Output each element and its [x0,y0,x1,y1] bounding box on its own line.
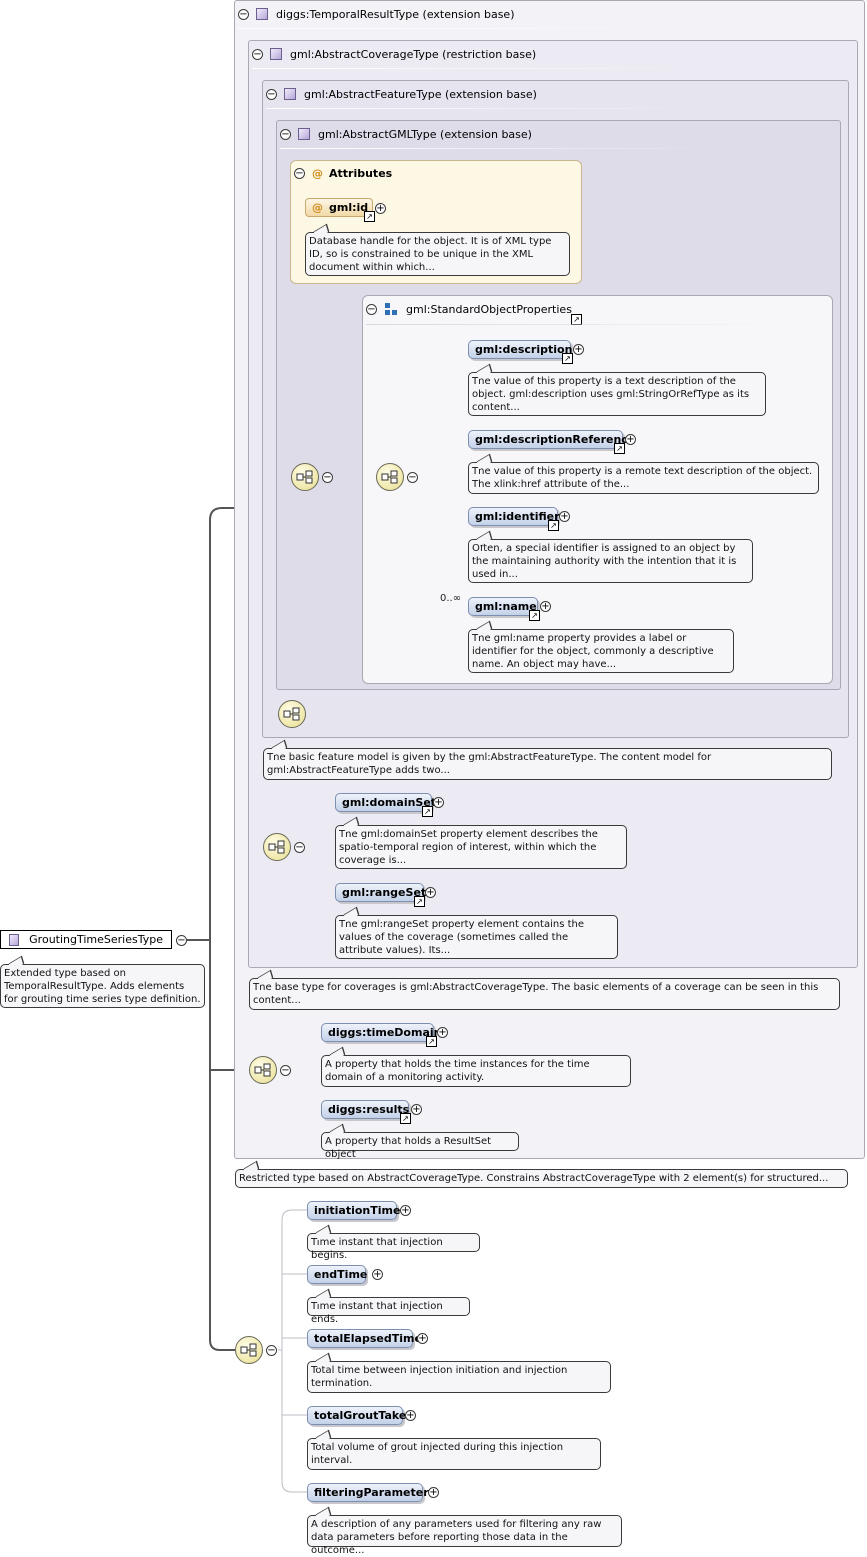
attribute-name: gml:id [329,201,369,214]
collapse-icon[interactable]: − [280,128,291,140]
expand-icon[interactable]: + [375,203,386,214]
expand-icon[interactable]: + [573,344,584,355]
attribute-icon: @ [312,201,323,214]
collapse-icon[interactable]: − [407,472,418,483]
sequence-compositor-icon[interactable] [249,1056,277,1084]
element-doc: The gml:name property provides a label o… [468,629,734,673]
sequence-compositor-icon[interactable] [263,833,291,861]
element-gml-name[interactable]: gml:name [468,597,538,616]
sequence-compositor-icon[interactable] [376,463,404,491]
sequence-compositor-icon[interactable] [291,463,319,491]
link-icon[interactable]: ↗ [422,806,433,817]
element-doc: A property that holds a ResultSet object [321,1132,519,1160]
feature-type-doc: The basic feature model is given by the … [263,748,832,780]
root-type-box[interactable]: GroutingTimeSeriesType [0,930,172,949]
element-gml-domain-set[interactable]: gml:domainSet [335,793,436,812]
link-icon[interactable]: ↗ [529,610,540,621]
collapse-icon[interactable]: − [266,88,277,100]
element-doc: Total time between injection initiation … [307,1361,611,1393]
link-icon[interactable]: ↗ [562,353,573,364]
element-total-elapsed-time[interactable]: totalElapsedTime [307,1329,422,1348]
root-type-name: GroutingTimeSeriesType [29,933,163,946]
link-icon[interactable]: ↗ [414,896,425,907]
element-doc: Time instant that injection begins. [307,1233,480,1261]
type-header-abstract-coverage[interactable]: − gml:AbstractCoverageType (restriction … [252,45,536,63]
element-doc: A property that holds the time instances… [321,1055,631,1087]
type-label: gml:AbstractGMLType (extension base) [318,127,532,141]
attribute-gml-id[interactable]: @ gml:id [305,198,373,217]
expand-icon[interactable]: + [400,1205,411,1216]
link-icon[interactable]: ↗ [548,520,559,531]
element-doc: The gml:domainSet property element descr… [335,825,627,869]
expand-icon[interactable]: + [625,434,636,445]
type-label: gml:AbstractFeatureType (extension base) [304,87,537,101]
restricted-type-doc: Restricted type based on AbstractCoverag… [235,1169,848,1188]
link-icon[interactable]: ↗ [426,1036,437,1047]
expand-icon[interactable]: + [405,1410,416,1421]
attribute-icon: @ [312,166,323,180]
expand-icon[interactable]: + [372,1269,383,1280]
collapse-icon[interactable]: − [322,472,333,483]
element-gml-description-reference[interactable]: gml:descriptionReference [468,430,635,449]
element-doc: The value of this property is a text des… [468,372,766,416]
type-square-icon [270,48,282,60]
collapse-icon[interactable]: − [238,8,249,20]
element-gml-description[interactable]: gml:description [468,340,572,359]
element-doc: Often, a special identifier is assigned … [468,539,753,583]
collapse-icon[interactable]: − [252,48,263,60]
element-doc: Total volume of grout injected during th… [307,1438,601,1470]
expand-icon[interactable]: + [437,1027,448,1038]
element-total-grout-take[interactable]: totalGroutTake [307,1406,406,1425]
sequence-compositor-icon[interactable] [278,700,306,728]
group-name: gml:StandardObjectProperties [406,302,572,316]
type-square-icon [298,128,310,140]
link-icon[interactable]: ↗ [400,1113,411,1124]
type-square-icon [284,88,296,100]
attributes-header[interactable]: − @ Attributes [294,164,392,182]
element-gml-range-set[interactable]: gml:rangeSet [335,883,426,902]
element-doc: Time instant that injection ends. [307,1297,470,1325]
link-icon[interactable]: ↗ [614,443,625,454]
element-diggs-results[interactable]: diggs:results [321,1100,409,1119]
element-doc: A description of any parameters used for… [307,1515,622,1556]
element-doc: The value of this property is a remote t… [468,462,819,494]
collapse-icon[interactable]: − [366,303,377,315]
expand-icon[interactable]: + [559,511,570,522]
expand-icon[interactable]: + [428,1487,439,1498]
element-diggs-time-domain[interactable]: diggs:timeDomain [321,1023,441,1042]
element-gml-identifier[interactable]: gml:identifier [468,507,560,526]
collapse-icon[interactable]: − [266,1345,277,1356]
expand-icon[interactable]: + [417,1333,428,1344]
expand-icon[interactable]: + [540,601,551,612]
root-type-doc: Extended type based on TemporalResultTyp… [0,964,205,1008]
type-label: diggs:TemporalResultType (extension base… [276,7,515,21]
collapse-icon[interactable]: − [176,935,187,946]
expand-icon[interactable]: + [411,1104,422,1115]
attributes-title: Attributes [329,166,393,180]
link-icon[interactable]: ↗ [364,211,375,222]
attribute-doc: Database handle for the object. It is of… [305,232,570,276]
group-icon [385,303,397,315]
element-doc: The gml:rangeSet property element contai… [335,915,618,959]
coverage-type-doc: The base type for coverages is gml:Abstr… [249,978,840,1010]
collapse-icon[interactable]: − [294,842,305,853]
element-filtering-parameters[interactable]: filteringParameters [307,1483,435,1502]
type-header-temporal-result[interactable]: − diggs:TemporalResultType (extension ba… [238,5,514,23]
type-square-icon [9,933,20,946]
expand-icon[interactable]: + [425,887,436,898]
type-square-icon [256,8,268,20]
type-header-abstract-gml[interactable]: − gml:AbstractGMLType (extension base) [280,125,532,143]
cardinality-label: 0..∞ [440,593,462,604]
type-header-abstract-feature[interactable]: − gml:AbstractFeatureType (extension bas… [266,85,537,103]
expand-icon[interactable]: + [433,797,444,808]
collapse-icon[interactable]: − [294,167,305,179]
element-end-time[interactable]: endTime [307,1265,367,1284]
sequence-compositor-icon[interactable] [235,1336,263,1364]
element-initiation-time[interactable]: initiationTime [307,1201,400,1220]
group-header[interactable]: − gml:StandardObjectProperties [366,300,572,318]
type-label: gml:AbstractCoverageType (restriction ba… [290,47,537,61]
collapse-icon[interactable]: − [280,1065,291,1076]
